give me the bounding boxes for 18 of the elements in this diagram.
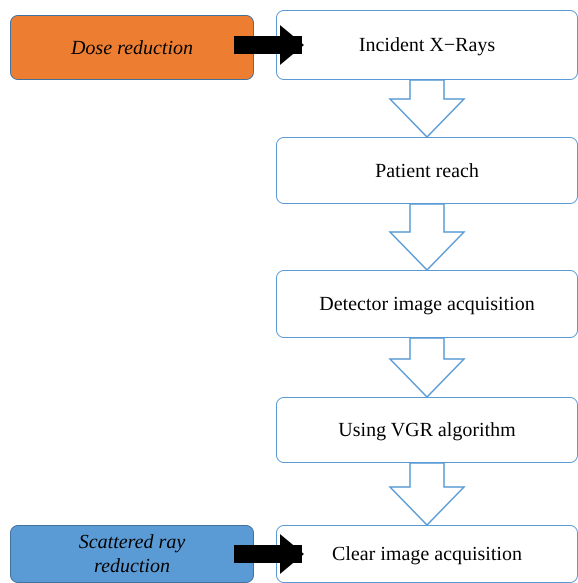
process-box [276, 525, 578, 583]
node-label: Using VGR algorithm [338, 418, 516, 442]
cause-box [10, 525, 254, 583]
block-arrow [388, 79, 466, 138]
cause-box [10, 15, 254, 80]
process-box [276, 270, 578, 338]
node-label: Patient reach [375, 158, 479, 182]
node-label: Incident X−Rays [358, 33, 496, 57]
block-arrow [388, 337, 466, 398]
node-label: Dose reduction [70, 36, 194, 60]
node-label: Detector image acquisition [319, 292, 535, 316]
node-label: Scattered ray reduction [78, 530, 186, 578]
process-box [276, 10, 578, 80]
process-box [276, 137, 578, 204]
node-label: Clear image acquisition [332, 542, 522, 566]
block-arrow [388, 462, 466, 526]
block-arrow [388, 203, 466, 272]
process-box [276, 397, 578, 463]
